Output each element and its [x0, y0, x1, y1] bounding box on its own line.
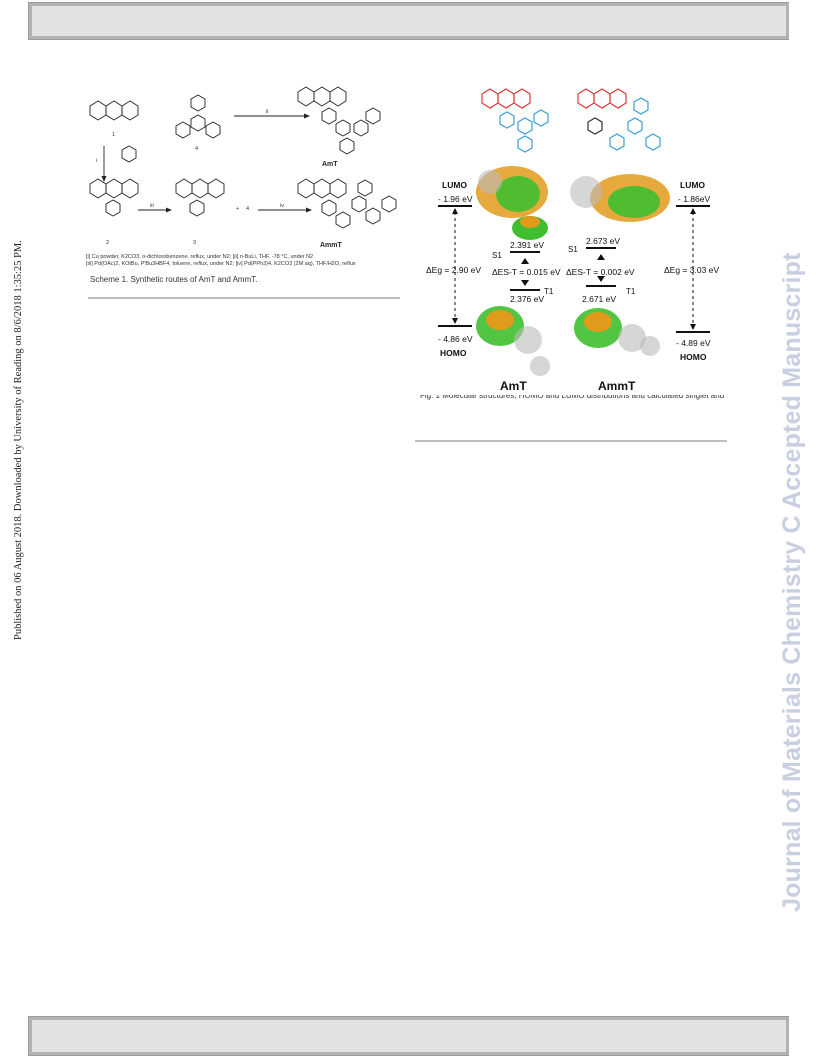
compound-4-reagent: 4: [246, 206, 249, 212]
ammt-gap: ΔEg = 3.03 eV: [664, 265, 719, 275]
step-ii-label: ii: [266, 109, 268, 115]
amt-t1-label: T1: [544, 287, 554, 296]
amt-t1-value: 2.376 eV: [510, 294, 544, 304]
amt-lumo-label: LUMO: [442, 180, 467, 190]
amt-s1-label: S1: [492, 251, 502, 260]
plus-sign: +: [236, 206, 239, 212]
amt-dest: ΔES-T = 0.015 eV: [492, 267, 561, 277]
amt-homo-value: - 4.86 eV: [438, 334, 473, 344]
conditions-line-2: [iii] Pd(OAc)2, KOtBu, P'Bu3HBF4, toluen…: [86, 261, 356, 267]
ammt-dest: ΔES-T = 0.002 eV: [566, 267, 635, 277]
amt-homo-label: HOMO: [440, 348, 467, 358]
amt-gap: ΔEg = 2.90 eV: [426, 265, 481, 275]
ammt-lumo-orbital: [570, 174, 670, 222]
ammt-s1-label: S1: [568, 245, 578, 254]
figure-caption-fragment: Fig. 1 Molecular structures, HOMO and LU…: [420, 395, 725, 400]
ammt-lumo-label: LUMO: [680, 180, 705, 190]
conditions-line-1: [i] Cu powder, K2CO3, o-dichlorobenzene,…: [86, 254, 313, 260]
compound-2-label: 2: [106, 240, 109, 246]
ammt-t1-label: T1: [626, 287, 636, 296]
ammt-name: AmmT: [598, 379, 636, 393]
step-iv-label: iv: [280, 203, 284, 209]
step-i-label: i: [96, 158, 97, 164]
ammt-homo-label: HOMO: [680, 352, 707, 362]
ammt-homo-value: - 4.89 eV: [676, 338, 711, 348]
amt-lumo-value: - 1.96 eV: [438, 194, 473, 204]
amt-homo-orbital: [476, 306, 550, 376]
product-ammt-label: AmmT: [320, 242, 343, 249]
synthesis-scheme: 1 4 2 3 ii i iii iv + 4 AmT AmmT [i] Cu …: [86, 86, 397, 267]
scheme-caption: Scheme 1. Synthetic routes of AmT and Am…: [90, 275, 258, 284]
ammt-t1-value: 2.671 eV: [582, 294, 616, 304]
compound-1-label: 1: [112, 132, 115, 138]
ammt-s1-value: 2.673 eV: [586, 236, 620, 246]
divider: [88, 297, 400, 299]
header-bar: [28, 2, 789, 40]
step-iii-label: iii: [150, 203, 154, 209]
energy-level-diagram: LUMO - 1.96 eV ΔEg = 2.90 eV 2.391 eV S1…: [426, 88, 719, 393]
publication-note: Published on 06 August 2018. Downloaded …: [13, 240, 24, 640]
ammt-homo-orbital: [574, 308, 660, 356]
compound-3-label: 3: [193, 240, 196, 246]
divider: [415, 440, 727, 442]
amt-name: AmT: [500, 379, 527, 393]
ammt-lumo-value: - 1.86eV: [678, 194, 710, 204]
product-amt-label: AmT: [322, 161, 338, 168]
footer-bar: [28, 1016, 789, 1056]
compound-4-label: 4: [195, 146, 198, 152]
journal-watermark: Journal of Materials Chemistry C Accepte…: [778, 252, 806, 912]
amt-s1-value: 2.391 eV: [510, 240, 544, 250]
amt-lumo-orbital: [476, 166, 548, 240]
